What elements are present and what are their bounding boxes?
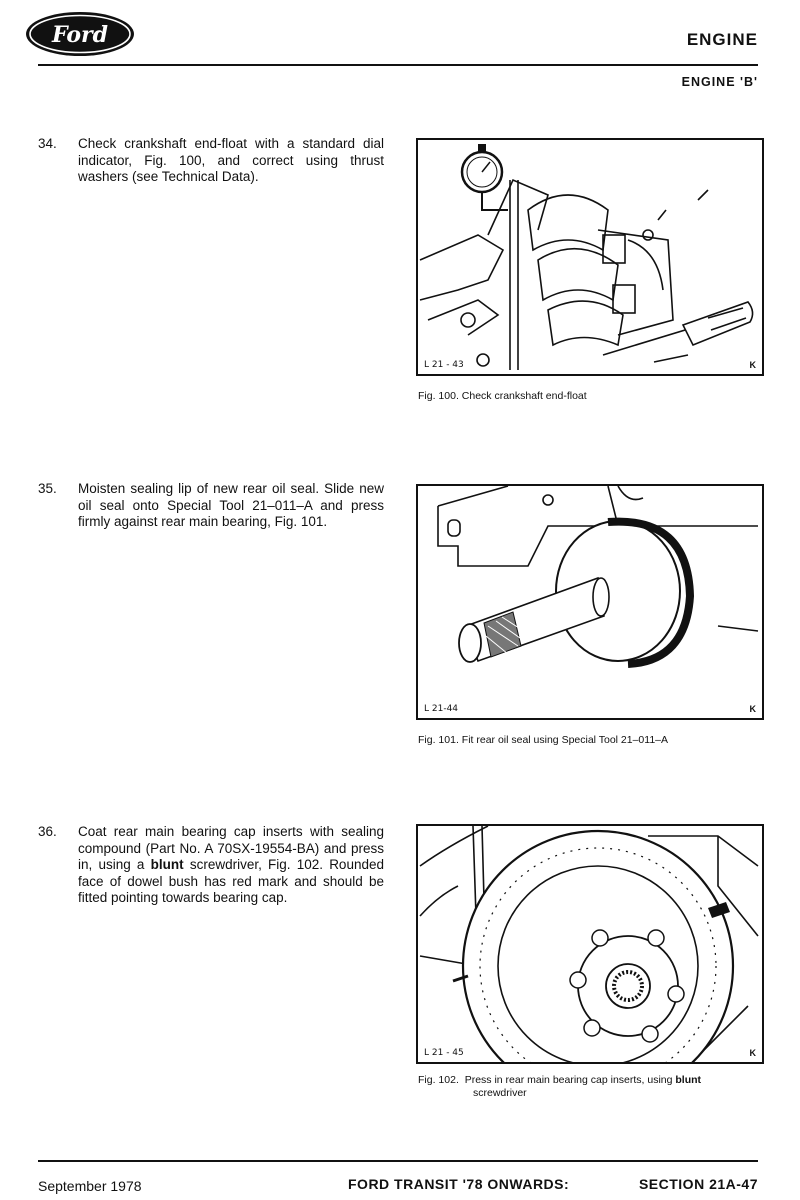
header-rule [38,64,758,66]
figure-102-caption: Fig. 102. Press in rear main bearing cap… [418,1074,702,1099]
figure-corner-mark: K [749,1048,757,1058]
figure-101-caption: Fig. 101. Fit rear oil seal using Specia… [418,734,669,746]
figure-100-caption: Fig. 100. Check crankshaft end-float [418,390,587,402]
step-text: Check crankshaft end-float with a standa… [78,136,384,184]
figure-100: L 21 - 43 K [416,138,764,376]
figure-reference: L 21-44 [424,704,459,714]
figure-corner-mark: K [749,704,757,714]
step-number: 36. [38,824,57,839]
footer-date: September 1978 [38,1178,142,1194]
figure-corner-mark: K [749,360,757,370]
footer-rule [38,1160,758,1162]
step-text: Coat rear main bearing cap inserts with … [78,824,384,905]
rear-oil-seal-tool-illustration [437,486,759,668]
figure-101: L 21-44 K [416,484,764,720]
section-title: ENGINE [686,30,758,49]
section-subtitle: ENGINE 'B' [681,75,758,89]
emphasis-blunt: blunt [150,857,184,872]
step-number: 35. [38,481,57,496]
step-35: 35. Moisten sealing lip of new rear oil … [38,481,384,531]
brand-text: Ford [51,22,108,48]
figure-reference: L 21 - 45 [424,1048,464,1058]
footer-publication: FORD TRANSIT '78 ONWARDS: [348,1176,570,1192]
figure-102: L 21 - 45 K [416,824,764,1064]
footer-section: SECTION 21A-47 [638,1176,758,1192]
step-34: 34. Check crankshaft end-float with a st… [38,136,384,186]
ford-logo: Ford [26,12,134,56]
crankshaft-dial-indicator-illustration [419,144,754,370]
figure-reference: L 21 - 43 [424,360,464,370]
step-text: Moisten sealing lip of new rear oil seal… [78,481,384,529]
step-number: 34. [38,136,57,151]
spline-hub-icon [612,970,644,1002]
knurled-handle-icon [483,611,523,658]
dial-indicator-icon [460,144,508,211]
bearing-cap-inserts-illustration [419,826,759,1062]
step-36: 36. Coat rear main bearing cap inserts w… [38,824,384,907]
